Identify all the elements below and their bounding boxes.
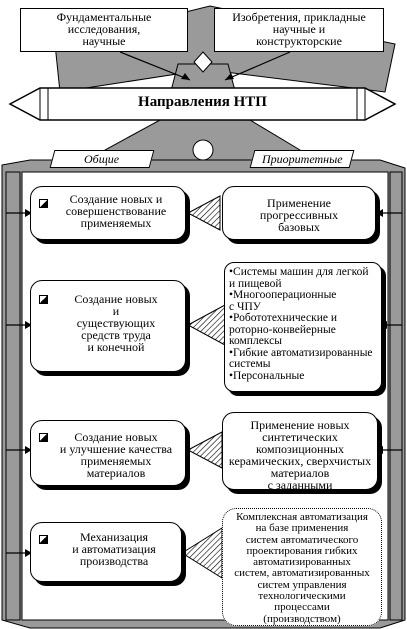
row3-right-box: Применение новых синтетических композици… [222, 412, 378, 491]
bullet-square-icon [39, 199, 48, 208]
row1-right-box: Применение прогрессивных базовых [222, 186, 376, 240]
bullet-square-icon [39, 535, 48, 544]
row4-right-box: Комплексная автоматизация на базе примен… [222, 508, 382, 626]
row2-right-box: •Системы машин для легкой и пищевой •Мно… [224, 262, 382, 392]
row1-left-box: Создание новых и совершенствование приме… [30, 186, 186, 240]
row2-left-box: Создание новых и существующих средств тр… [30, 280, 186, 372]
list-item: •Персональные [229, 369, 305, 382]
bullet-square-icon [39, 433, 48, 442]
bullet-square-icon [39, 295, 48, 304]
list-item: •Многооперационные с ЧПУ [229, 289, 337, 313]
tab-priority: Приоритетные [249, 150, 355, 168]
list-item: •Робототехнические и роторно-конвейерные… [229, 312, 337, 347]
banner-arrow-shape [8, 87, 397, 121]
list-item: •Системы машин для легкой и пищевой [229, 266, 369, 290]
fundamental-research-box: Фундаментальные исследования, научные [20, 8, 188, 52]
list-item: •Гибкие автоматизированные системы [229, 346, 373, 370]
banner-title: Направления НТП [138, 94, 267, 110]
row4-left-box: Механизация и автоматизация производства [30, 522, 182, 582]
inventions-box: Изобретения, прикладные научные и констр… [214, 8, 384, 52]
row3-left-box: Создание новых и улучшение качества прим… [30, 420, 186, 486]
tab-general: Общие [49, 150, 155, 168]
